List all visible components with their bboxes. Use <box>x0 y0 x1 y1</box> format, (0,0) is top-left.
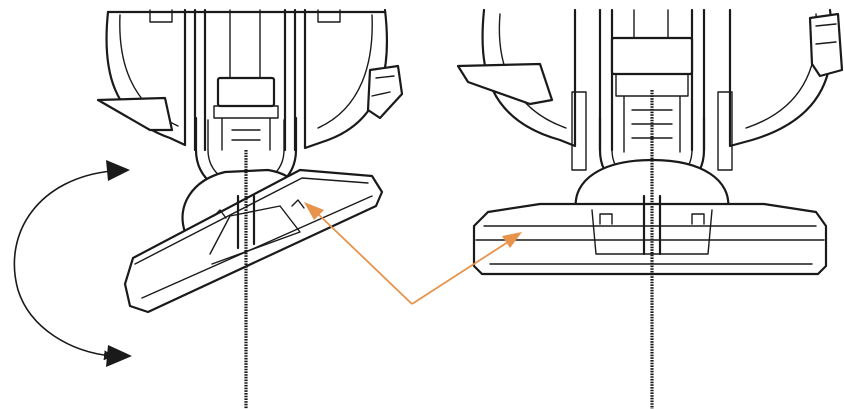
jigsaw-side-knob-right <box>366 64 404 120</box>
pointer-arrows <box>304 202 522 305</box>
jigsaw-side-knob-detail <box>371 75 395 97</box>
jigsaw-side-wing-left <box>96 96 174 132</box>
blade-clamp-block <box>216 76 276 108</box>
rotation-arrowhead-bottom <box>106 345 132 367</box>
level-shoe-center-block <box>591 209 713 255</box>
blade-clamp-lines <box>213 105 279 151</box>
jigsaw-housing-inner-curve-right <box>317 14 373 129</box>
jigsaw-tilted-view <box>96 8 404 409</box>
pointer-arrow-line-left <box>317 213 413 305</box>
jigsaw-center-column-right <box>598 8 706 152</box>
jigsaw-side-handle-right <box>808 12 844 78</box>
jigsaw-side-wing-left-right-view <box>456 62 554 106</box>
mount-post-right <box>717 91 733 171</box>
mount-post-left <box>571 91 587 171</box>
jigsaw-center-column-right-inner <box>633 9 669 39</box>
jigsaw-side-handle-lines <box>815 23 837 45</box>
level-shoe-plate <box>472 202 828 276</box>
rotation-arrowhead-top <box>106 160 130 181</box>
pointer-arrow-line-right <box>411 241 509 305</box>
jigsaw-top-details <box>149 9 341 23</box>
rotation-arrow-icon <box>13 165 121 361</box>
jigsaw-center-column-inner <box>229 9 261 79</box>
pointer-arrowhead-left <box>304 202 324 220</box>
tilted-shoe-notch <box>213 199 305 219</box>
jigsaw-center-column <box>193 8 297 152</box>
level-base-shoe <box>472 202 828 276</box>
blade-clamp-block-right <box>610 36 694 76</box>
jigsaw-level-view <box>456 8 844 409</box>
level-shoe-top-edge <box>475 225 825 241</box>
pointer-arrowhead-right <box>502 232 522 248</box>
